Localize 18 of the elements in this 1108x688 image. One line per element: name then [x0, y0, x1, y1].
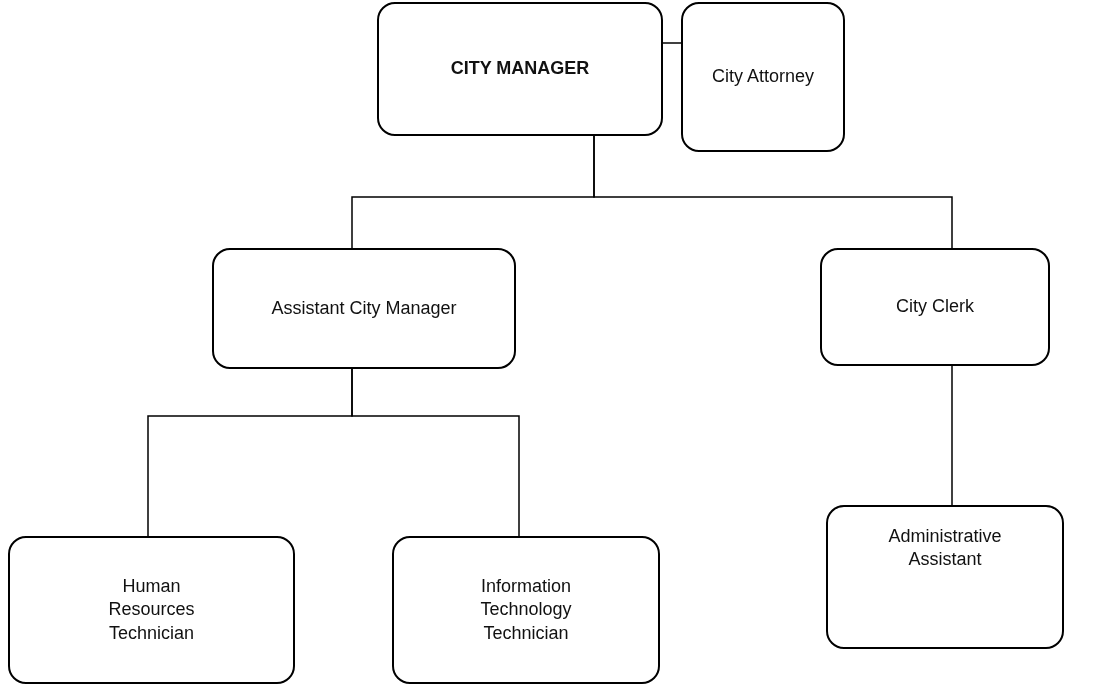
position-title: CITY MANAGER	[450, 57, 590, 81]
org-box	[8, 536, 295, 684]
position-title: Assistant City Manager	[271, 296, 457, 320]
org-box	[820, 248, 1050, 366]
org-box	[377, 2, 663, 136]
position-title: City Clerk	[896, 295, 974, 319]
org-box	[392, 536, 660, 684]
position-title: Human Resources Technician	[107, 574, 196, 645]
connector-line	[951, 365, 953, 506]
position-title: Information Technology Technician	[479, 574, 573, 645]
connector-line	[662, 42, 682, 44]
position-title: Administrative Assistant	[887, 525, 1003, 572]
connector-line	[351, 368, 520, 537]
org-box	[212, 248, 516, 369]
org-box	[681, 2, 845, 152]
connector-line	[593, 135, 953, 249]
org-box	[826, 505, 1064, 649]
position-title: City Attorney	[711, 65, 814, 89]
